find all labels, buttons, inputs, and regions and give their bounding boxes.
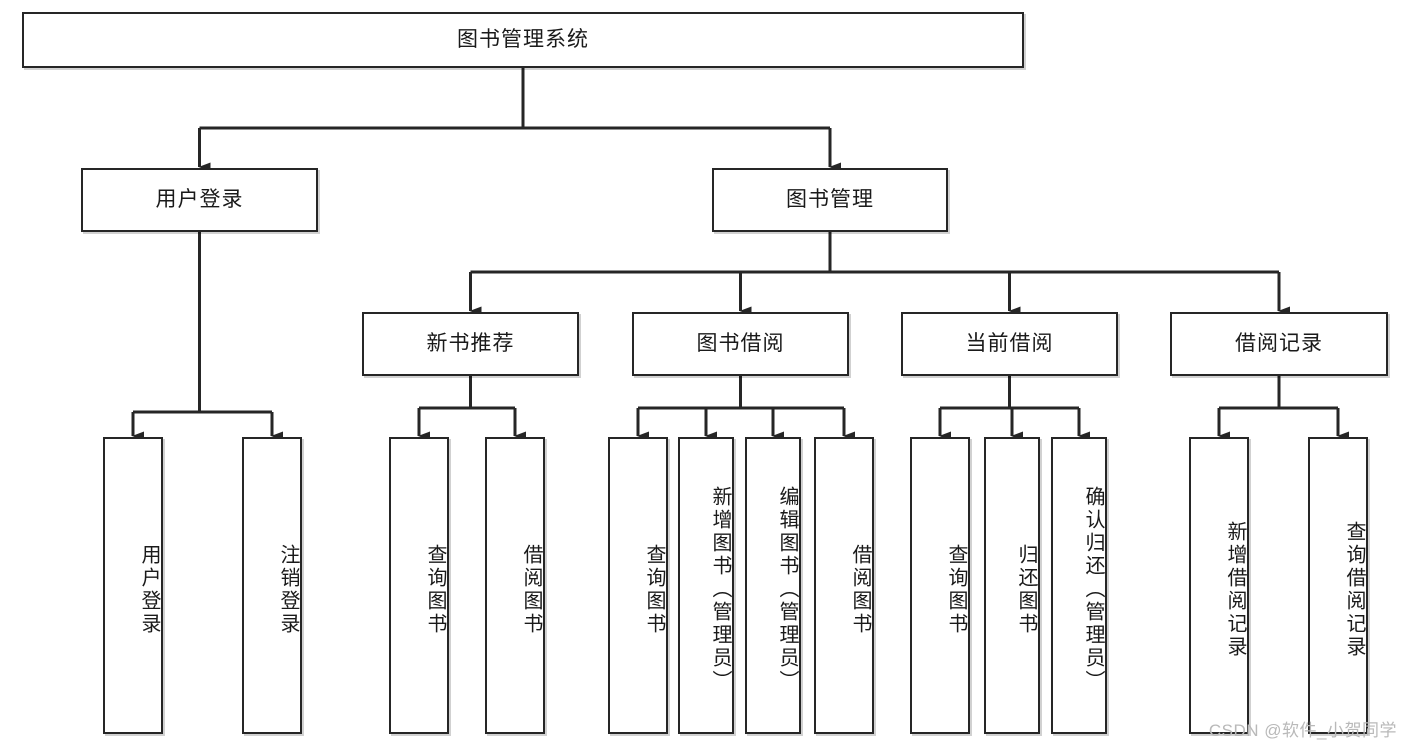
node-label: 新增图书（管理员） [709,486,731,693]
node-leaf-query-record[interactable]: 查询借阅记录 [1308,437,1368,734]
node-label: 图书借阅 [696,332,785,356]
node-user-login[interactable]: 用户登录 [81,168,318,232]
node-leaf-edit-book[interactable]: 编辑图书（管理员） [745,437,801,734]
node-leaf-user-login[interactable]: 用户登录 [103,437,163,734]
node-label: 用户登录 [155,188,244,212]
node-label: 查询图书 [945,543,967,636]
node-leaf-add-record[interactable]: 新增借阅记录 [1189,437,1249,734]
node-leaf-borrow-book-2[interactable]: 借阅图书 [814,437,874,734]
node-current-borrow[interactable]: 当前借阅 [901,312,1118,376]
node-leaf-return-book[interactable]: 归还图书 [984,437,1040,734]
watermark-label: CSDN @软件_小贺同学 [1208,721,1397,740]
node-label: 新书推荐 [426,332,515,356]
node-new-book-rec[interactable]: 新书推荐 [362,312,579,376]
node-leaf-logout[interactable]: 注销登录 [242,437,302,734]
node-book-manage[interactable]: 图书管理 [712,168,948,232]
node-label: 确认归还（管理员） [1082,486,1104,693]
node-label: 借阅记录 [1235,332,1323,356]
node-root[interactable]: 图书管理系统 [22,12,1024,68]
node-leaf-query-book-1[interactable]: 查询图书 [389,437,449,734]
node-label: 查询图书 [424,543,446,636]
node-label: 编辑图书（管理员） [776,486,798,693]
node-label: 新增借阅记录 [1224,520,1246,659]
edge-paths [131,68,1349,441]
node-label: 图书管理系统 [457,28,589,52]
node-label: 注销登录 [277,543,299,636]
node-label: 借阅图书 [520,543,542,636]
node-label: 借阅图书 [849,543,871,636]
node-label: 查询图书 [643,543,665,636]
node-label: 图书管理 [786,188,874,212]
node-label: 查询借阅记录 [1343,520,1365,659]
node-label: 用户登录 [138,543,160,636]
node-leaf-confirm-return[interactable]: 确认归还（管理员） [1051,437,1107,734]
node-leaf-query-book-2[interactable]: 查询图书 [608,437,668,734]
node-borrow-record[interactable]: 借阅记录 [1170,312,1388,376]
node-leaf-query-book-3[interactable]: 查询图书 [910,437,970,734]
node-label: 当前借阅 [965,332,1054,356]
node-leaf-add-book[interactable]: 新增图书（管理员） [678,437,734,734]
node-label: 归还图书 [1015,543,1037,636]
node-leaf-borrow-book-1[interactable]: 借阅图书 [485,437,545,734]
node-book-borrow[interactable]: 图书借阅 [632,312,849,376]
